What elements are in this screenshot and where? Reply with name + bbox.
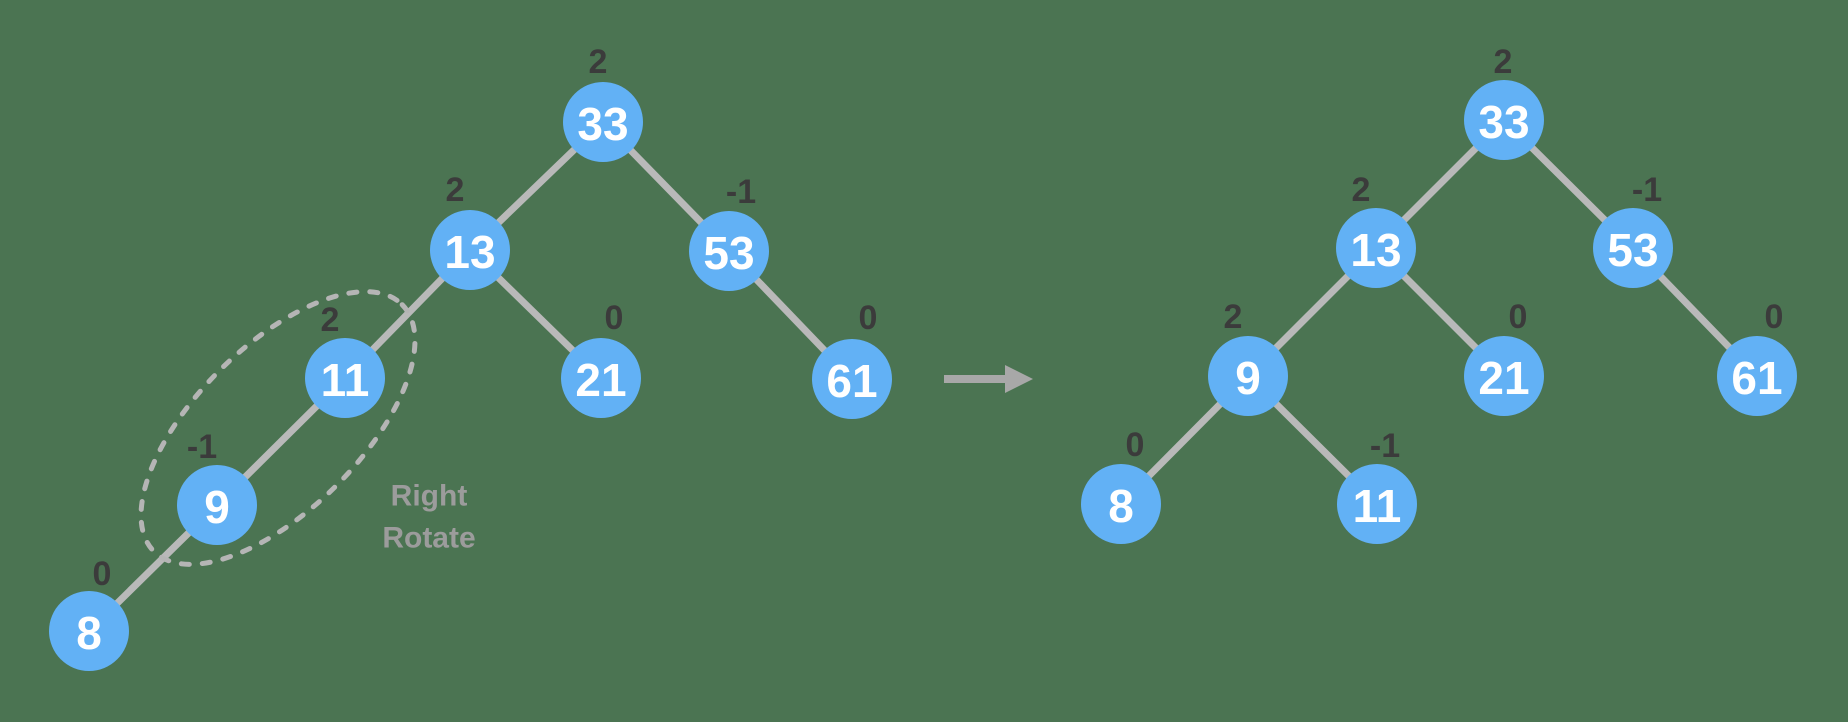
tree-node-11: 11-1	[1337, 427, 1417, 544]
balance-factor-label: 0	[93, 555, 112, 593]
balance-factor-label: 2	[446, 171, 465, 209]
tree-node-11: 112	[305, 301, 385, 418]
node-value: 13	[1350, 224, 1401, 276]
node-circle	[561, 338, 641, 418]
node-value: 53	[1607, 224, 1658, 276]
balance-factor-label: 2	[1224, 298, 1243, 336]
node-value: 21	[575, 354, 626, 406]
balance-factor-label: -1	[1370, 427, 1400, 465]
tree-node-33: 332	[563, 43, 643, 162]
tree-node-33: 332	[1464, 43, 1544, 160]
tree-node-53: 53-1	[1593, 171, 1673, 288]
node-circle	[689, 211, 769, 291]
node-circle	[1464, 336, 1544, 416]
node-circle	[305, 338, 385, 418]
balance-factor-label: 0	[1509, 298, 1528, 336]
node-value: 61	[1731, 352, 1782, 404]
tree-node-13: 132	[1336, 171, 1416, 288]
rotation-highlight-ellipse	[138, 289, 418, 567]
node-circle	[1337, 464, 1417, 544]
node-value: 33	[577, 98, 628, 150]
tree-node-8: 80	[1081, 426, 1161, 544]
balance-factor-label: 2	[589, 43, 608, 81]
node-circle	[1717, 336, 1797, 416]
node-circle	[177, 465, 257, 545]
node-circle	[1336, 208, 1416, 288]
balance-factor-label: -1	[1632, 171, 1662, 209]
node-circle	[1593, 208, 1673, 288]
node-value: 8	[76, 607, 102, 659]
node-circle	[430, 210, 510, 290]
balance-factor-label: 0	[605, 299, 624, 337]
balance-factor-label: 2	[321, 301, 340, 339]
node-value: 9	[204, 481, 230, 533]
node-value: 61	[826, 355, 877, 407]
node-value: 13	[444, 226, 495, 278]
node-circle	[1081, 464, 1161, 544]
tree-node-9: 9-1	[177, 428, 257, 545]
right-rotate-label-line: Right	[391, 480, 468, 513]
node-value: 21	[1478, 352, 1529, 404]
balance-factor-label: -1	[187, 428, 217, 466]
arrow-head	[1005, 365, 1033, 393]
node-value: 11	[1353, 480, 1402, 532]
node-value: 11	[321, 354, 370, 406]
node-circle	[563, 82, 643, 162]
node-value: 8	[1108, 480, 1134, 532]
balance-factor-label: 2	[1494, 43, 1513, 81]
tree-node-21: 210	[561, 299, 641, 418]
tree-node-53: 53-1	[689, 173, 769, 291]
balance-factor-label: 0	[859, 299, 878, 337]
tree-node-9: 92	[1208, 298, 1288, 416]
node-value: 53	[703, 227, 754, 279]
node-circle	[1464, 80, 1544, 160]
node-value: 9	[1235, 352, 1261, 404]
balance-factor-label: 0	[1126, 426, 1145, 464]
tree-node-8: 80	[49, 555, 129, 671]
node-circle	[812, 339, 892, 419]
transformation-arrow	[944, 365, 1033, 393]
right-rotate-label-line: Rotate	[382, 522, 475, 555]
balance-factor-label: 0	[1765, 298, 1784, 336]
node-circle	[1208, 336, 1288, 416]
tree-node-61: 610	[1717, 298, 1797, 416]
tree-node-13: 132	[430, 171, 510, 290]
balance-factor-label: -1	[726, 173, 756, 211]
tree-node-61: 610	[812, 299, 892, 419]
node-value: 33	[1478, 96, 1529, 148]
node-circle	[49, 591, 129, 671]
balance-factor-label: 2	[1352, 171, 1371, 209]
tree-node-21: 210	[1464, 298, 1544, 416]
